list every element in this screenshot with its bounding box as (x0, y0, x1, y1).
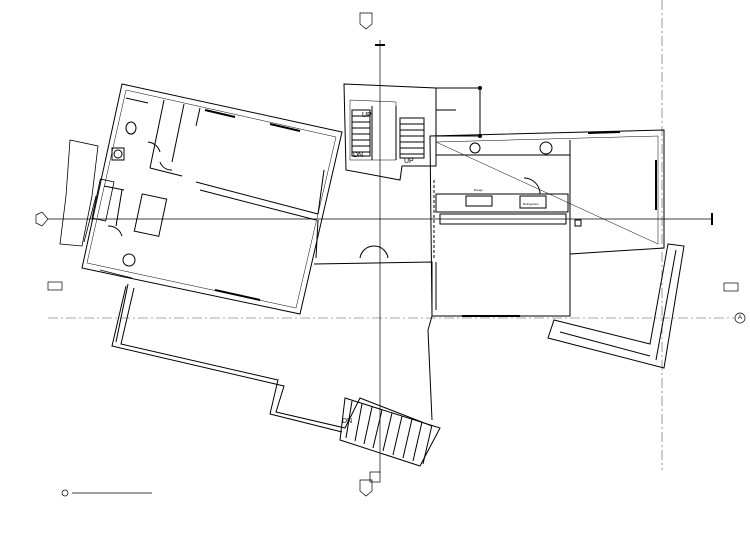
label-dn-deck: DN (342, 418, 353, 425)
reference-axes (48, 40, 713, 473)
range-icon (465, 195, 493, 207)
sink-icon (111, 147, 125, 161)
door-swing-icon (147, 141, 161, 153)
sink-kitchen-icon (469, 142, 481, 154)
section-markers (35, 12, 746, 497)
living-space (313, 180, 437, 421)
stair-core (343, 83, 437, 181)
right-bay (547, 243, 685, 369)
stair-run-up (351, 109, 371, 157)
sink-kitchen-icon-2 (539, 141, 553, 155)
stair-run-down (399, 117, 425, 159)
grid-lines (48, 0, 735, 470)
elevation-tag-right (723, 282, 739, 292)
lower-deck (111, 283, 441, 467)
left-wing-walls (81, 83, 343, 315)
section-marker-left (35, 211, 49, 227)
label-refrigerator: Refrigerator (523, 202, 539, 206)
kitchen-wing (429, 129, 665, 317)
stair-tag-bottom (369, 471, 381, 483)
label-range: Range (474, 188, 483, 192)
label-up-lower: UP (404, 158, 414, 165)
section-marker-top (359, 12, 373, 30)
label-up-upper: UP (362, 112, 372, 119)
upper-room (435, 86, 482, 138)
door-swing-kitchen-icon (523, 177, 541, 195)
left-deck (59, 139, 133, 279)
section-marker-bottom (359, 479, 373, 497)
label-dn-upper: DN (353, 152, 364, 159)
round-fixture-icon (122, 253, 136, 267)
table-icon (133, 193, 168, 237)
grid-bubble-a-label: A (737, 315, 742, 321)
grid-bubble-a (734, 312, 746, 324)
toilet-icon (125, 121, 137, 135)
refrigerator-icon (519, 195, 547, 209)
drawing-title (61, 489, 152, 497)
elevation-tag-left (47, 281, 63, 291)
door-swing-living-icon (359, 245, 375, 259)
kitchen-counter (435, 193, 569, 213)
